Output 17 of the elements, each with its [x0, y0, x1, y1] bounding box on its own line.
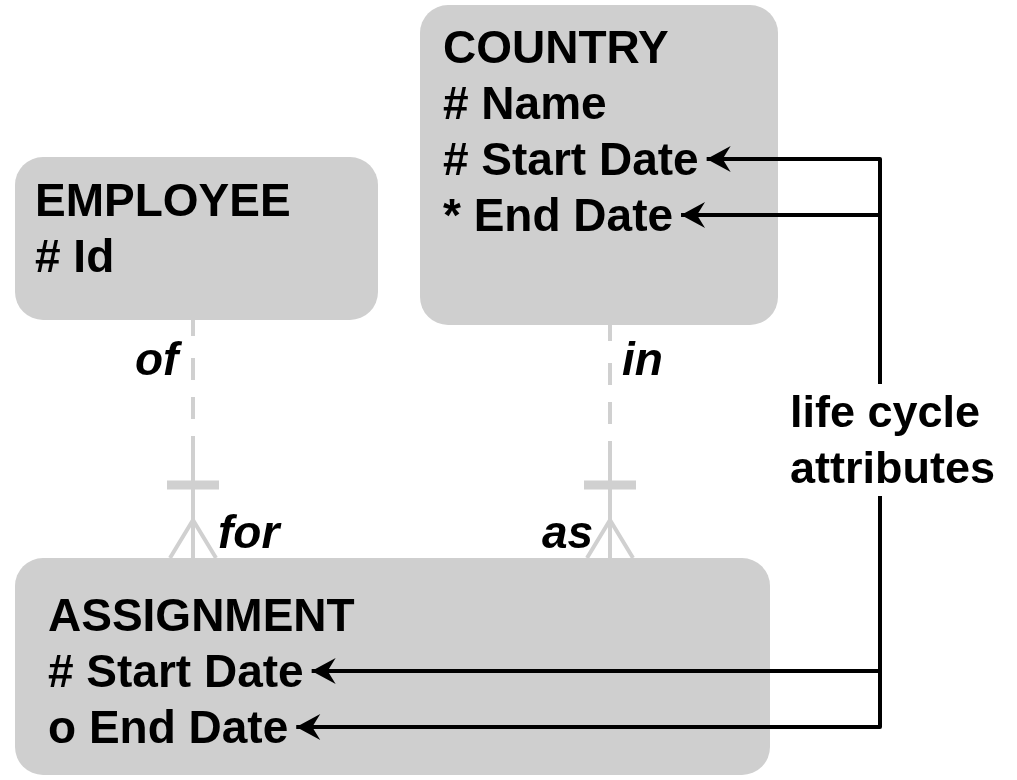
attribute-text: # Start Date [443, 131, 699, 187]
entity-name: ASSIGNMENT [48, 588, 355, 643]
annotation-text: life cycle attributes [790, 384, 1005, 496]
attribute-text: # Id [35, 229, 115, 284]
attribute-text: * End Date [443, 187, 674, 243]
attribute-text: o End Date [48, 699, 289, 755]
attribute-text: # Name [443, 76, 607, 131]
relationship-label: for [218, 505, 280, 560]
relationship-label: as [542, 505, 594, 560]
entity-name: COUNTRY [443, 20, 669, 75]
relationship-label: in [622, 332, 663, 387]
entity-name: EMPLOYEE [35, 173, 291, 228]
arrow [681, 202, 882, 384]
entity-box [420, 5, 778, 325]
entity-box [15, 157, 378, 320]
attribute-text: # Start Date [48, 643, 304, 699]
entity-box [15, 558, 770, 775]
